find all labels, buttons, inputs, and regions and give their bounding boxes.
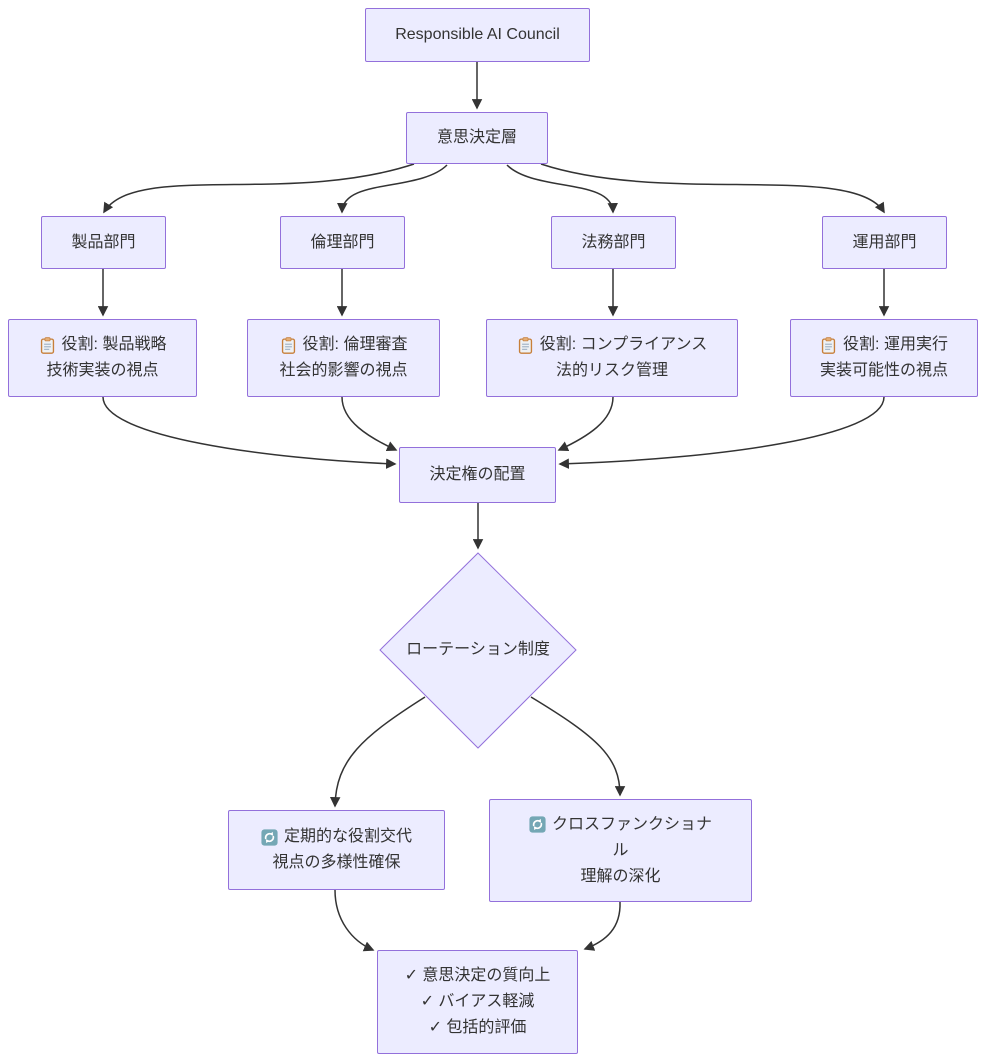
refresh-icon (529, 816, 546, 833)
node-outcomes-line3: ✓ 包括的評価 (428, 1019, 527, 1036)
edge-role-legal-to-authority (557, 396, 614, 452)
node-cross-functional-line1: クロスファンクショナ (551, 815, 712, 833)
clipboard-icon (39, 337, 56, 354)
node-role-legal: 役割: コンプライアンス 法的リスク管理 (486, 319, 738, 397)
refresh-icon (261, 829, 278, 846)
node-outcomes-line2: ✓ バイアス軽減 (420, 993, 535, 1010)
node-authority: 決定権の配置 (399, 447, 556, 503)
node-cross-functional: クロスファンクショナ ル 理解の深化 (489, 799, 752, 902)
node-role-ethics-line1: 役割: 倫理審査 (302, 336, 408, 353)
edge-rotation-to-cross-functional (530, 696, 626, 797)
node-rotation-diamond-shape (379, 552, 577, 749)
node-dept-legal-label: 法務部門 (581, 233, 646, 251)
node-role-product: 役割: 製品戦略 技術実装の視点 (8, 319, 197, 397)
node-dept-legal: 法務部門 (551, 216, 676, 269)
edge-decision-layer-to-dept-product (103, 163, 415, 214)
node-dept-product: 製品部門 (41, 216, 166, 269)
node-council-label: Responsible AI Council (395, 26, 560, 43)
node-role-product-line1: 役割: 製品戦略 (61, 336, 167, 353)
node-role-product-line2: 技術実装の視点 (46, 362, 159, 379)
node-dept-ethics: 倫理部門 (280, 216, 405, 269)
node-role-ethics: 役割: 倫理審査 社会的影響の視点 (247, 319, 440, 397)
node-decision-layer: 意思決定層 (406, 112, 548, 164)
edge-cross-functional-to-outcomes (583, 901, 621, 951)
node-dept-operations-label: 運用部門 (852, 233, 917, 251)
clipboard-icon (517, 337, 534, 354)
node-rotation-periodic: 定期的な役割交代 視点の多様性確保 (228, 810, 445, 890)
edge-decision-layer-to-dept-operations (540, 163, 885, 214)
node-role-operations-line2: 実装可能性の視点 (819, 362, 948, 379)
node-council: Responsible AI Council (365, 8, 590, 62)
edge-rotation-to-periodic (329, 696, 426, 808)
edge-decision-layer-to-dept-ethics (337, 164, 448, 214)
node-rotation-label: ローテーション制度 (406, 641, 550, 658)
clipboard-icon (280, 337, 297, 354)
node-role-operations: 役割: 運用実行 実装可能性の視点 (790, 319, 978, 397)
node-decision-layer-label: 意思決定層 (436, 129, 517, 146)
node-authority-label: 決定権の配置 (429, 466, 526, 483)
node-cross-functional-line3: 理解の深化 (580, 867, 661, 885)
node-rotation-periodic-line1: 定期的な役割交代 (283, 828, 412, 845)
clipboard-icon (820, 337, 837, 354)
node-role-legal-line1: 役割: コンプライアンス (539, 336, 708, 353)
node-role-legal-line2: 法的リスク管理 (555, 362, 668, 379)
node-outcomes-line1: ✓ 意思決定の質向上 (404, 967, 551, 984)
edge-role-ethics-to-authority (341, 396, 398, 452)
edge-decision-layer-to-dept-legal (506, 164, 618, 214)
node-role-operations-line1: 役割: 運用実行 (843, 336, 948, 353)
edge-role-product-to-authority (102, 396, 397, 469)
node-dept-ethics-label: 倫理部門 (310, 233, 375, 251)
node-dept-operations: 運用部門 (822, 216, 947, 269)
edge-role-operations-to-authority (558, 396, 885, 469)
node-role-ethics-line2: 社会的影響の視点 (279, 362, 408, 379)
edge-periodic-to-outcomes (334, 889, 375, 952)
node-dept-product-label: 製品部門 (71, 233, 136, 251)
node-cross-functional-line2: ル (612, 841, 629, 859)
node-rotation-periodic-line2: 視点の多様性確保 (272, 854, 401, 871)
node-outcomes: ✓ 意思決定の質向上 ✓ バイアス軽減 ✓ 包括的評価 (377, 950, 578, 1054)
